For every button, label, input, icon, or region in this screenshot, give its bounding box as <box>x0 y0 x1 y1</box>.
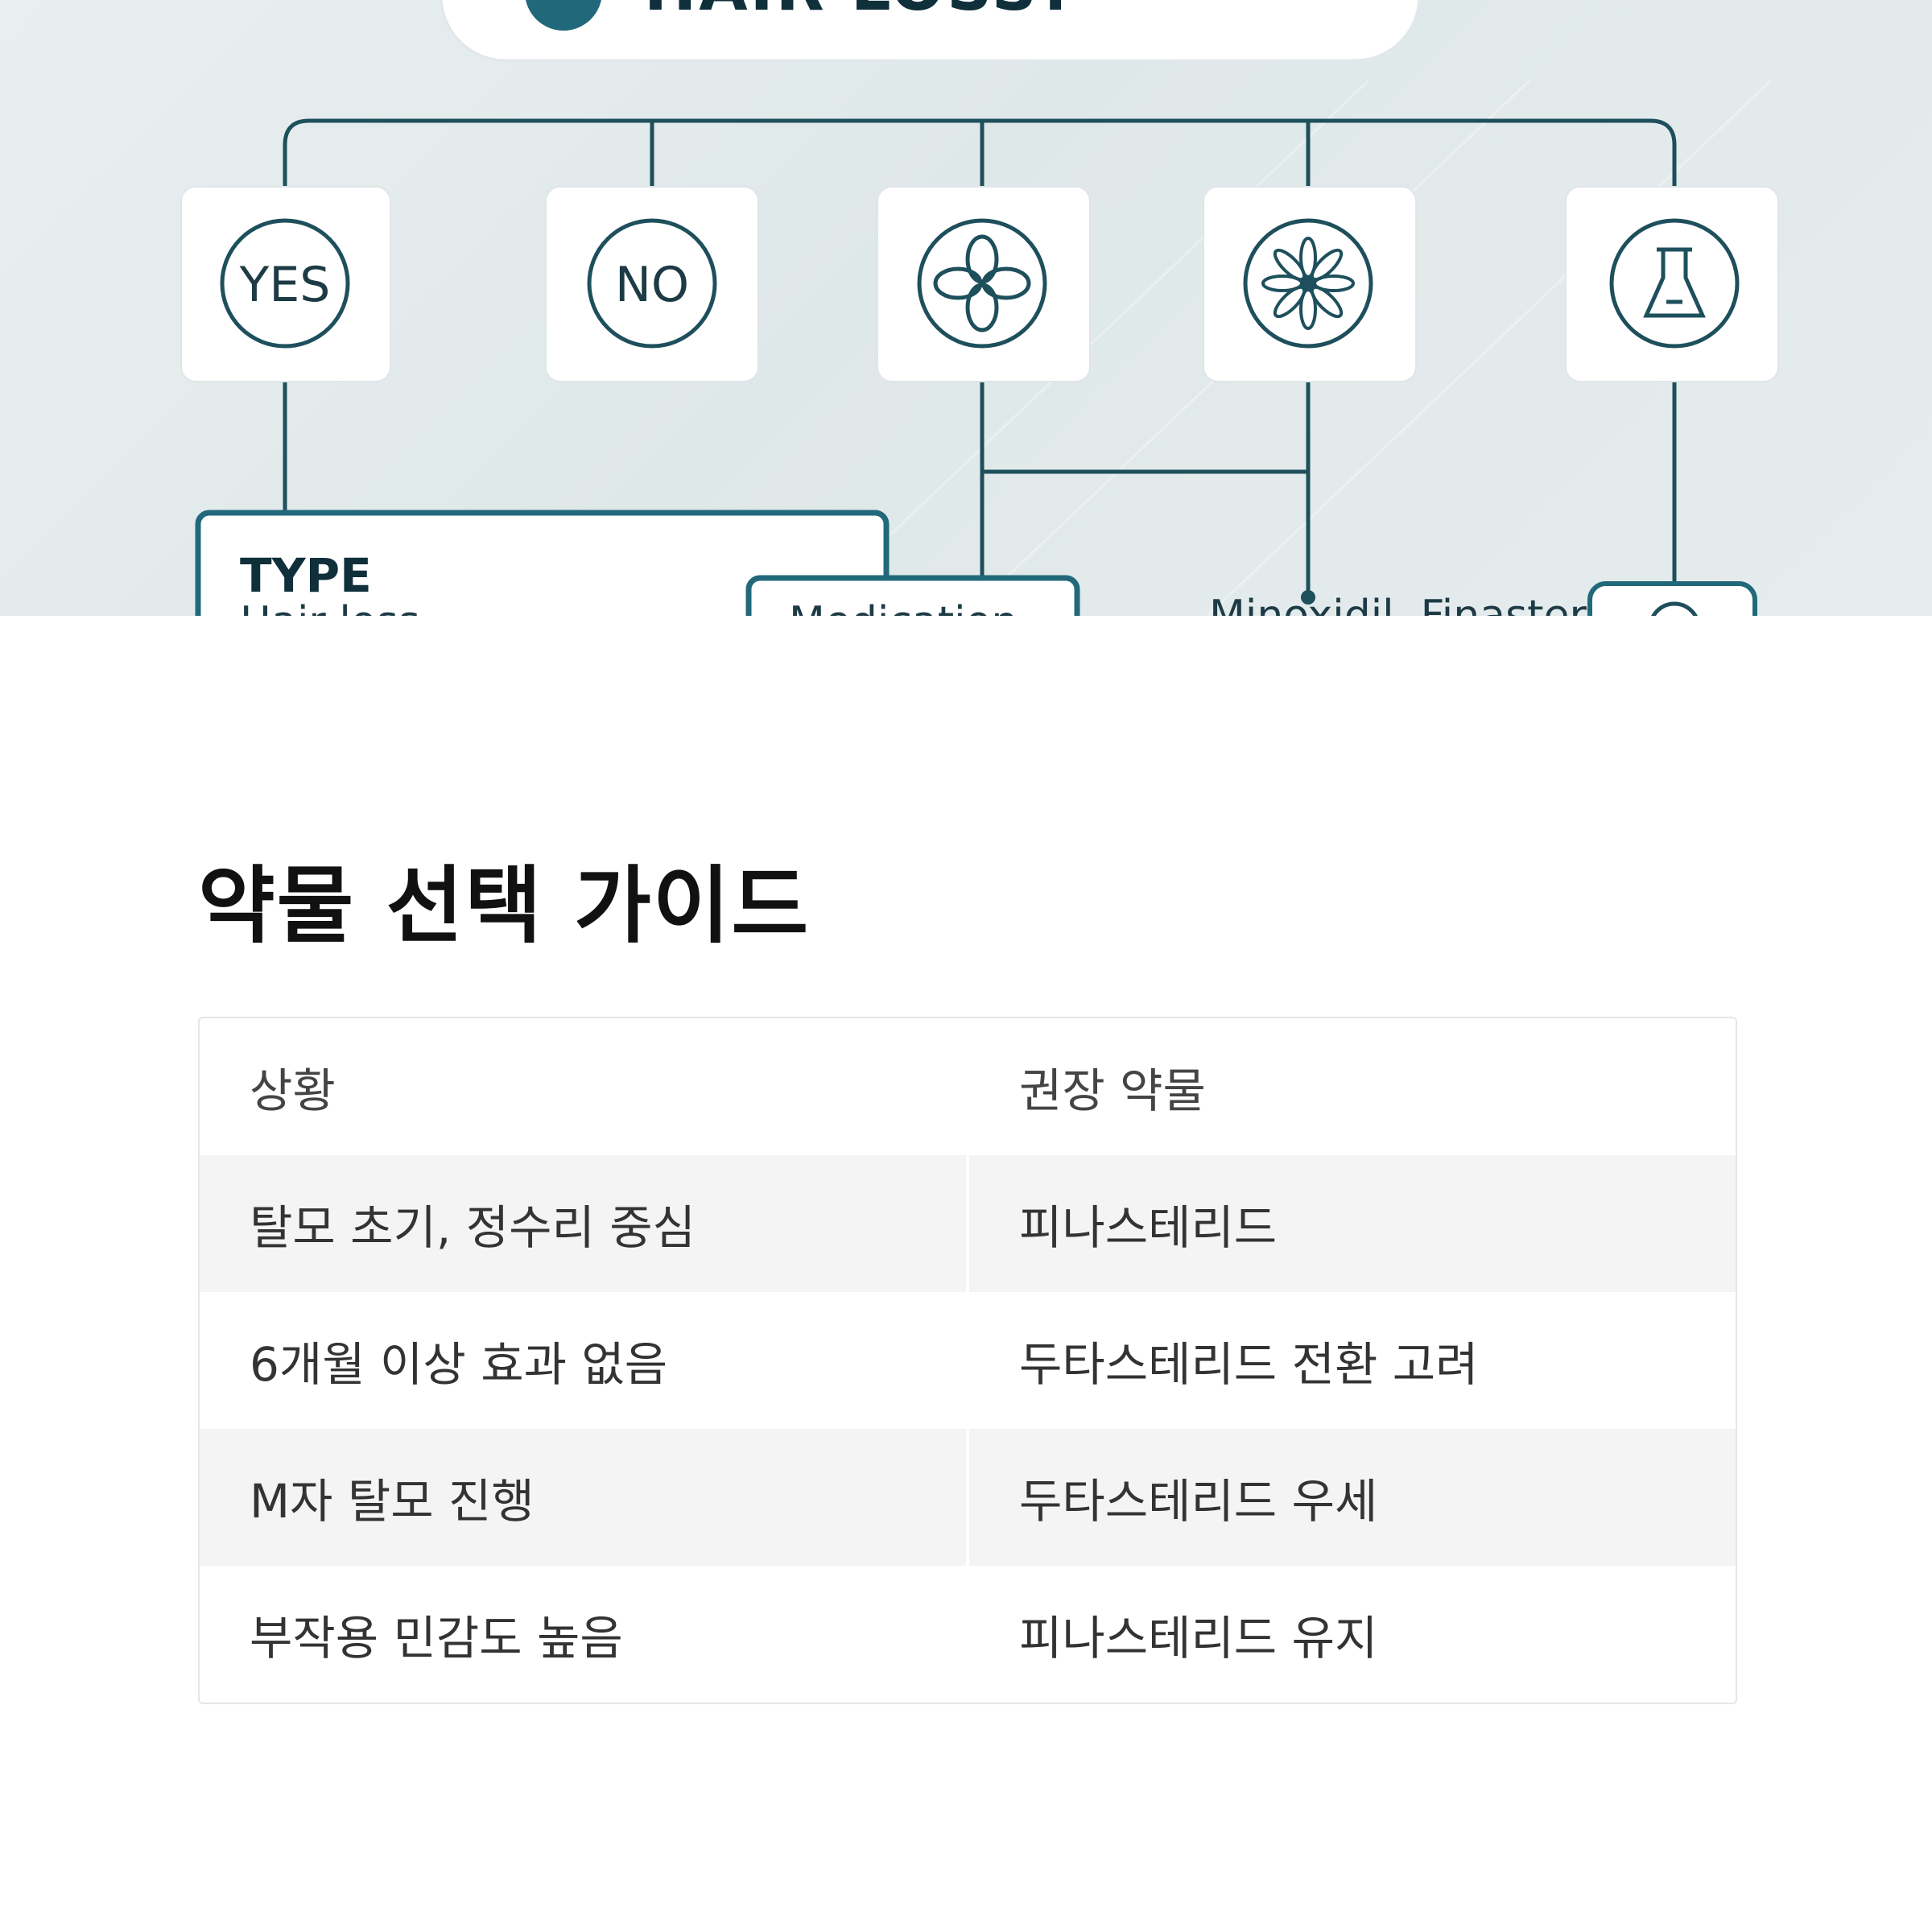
table-cell-recommended: 피나스테리드 유지 <box>966 1566 1732 1703</box>
decision-tree-diagram: HAIR LOSS? YES NO <box>180 0 1779 616</box>
table-row: 부작용 민감도 높음 피나스테리드 유지 <box>200 1566 1736 1703</box>
table-cell-recommended: 피나스테리드 <box>966 1155 1732 1292</box>
flower-daisy-icon <box>1261 237 1355 330</box>
table-cell-situation: 탈모 초기, 정수리 중심 <box>250 1200 696 1255</box>
column-header-situation: 상황 <box>250 1063 336 1118</box>
drugs-label: Minoxidil, Finasteride <box>1209 592 1650 616</box>
table-header-row: 상황 권장 약물 <box>200 1018 1736 1155</box>
guide-title: 약물 선택 가이드 <box>198 857 811 955</box>
medication-label: Medication <box>789 598 1018 616</box>
column-header-recommended: 권장 약물 <box>966 1018 1732 1155</box>
node-daisy <box>1203 186 1417 382</box>
table-cell-situation: 부작용 민감도 높음 <box>250 1611 623 1666</box>
table-row: 6개월 이상 효과 없음 두타스테리드 전환 고려 <box>200 1292 1736 1429</box>
table-cell-recommended: 두타스테리드 우세 <box>966 1429 1732 1566</box>
table-cell-situation: 6개월 이상 효과 없음 <box>250 1337 668 1392</box>
hero-title-pill: HAIR LOSS? <box>440 0 1421 62</box>
close-icon <box>526 0 601 31</box>
yes-label: YES <box>239 257 331 313</box>
node-flower <box>877 186 1091 382</box>
right-box <box>1587 581 1757 616</box>
flower-four-petal-icon <box>933 234 1031 332</box>
type-box-title: TYPE <box>240 548 372 603</box>
guide-table: 상황 권장 약물 탈모 초기, 정수리 중심 피나스테리드 6개월 이상 효과 … <box>198 1017 1737 1704</box>
node-flask <box>1565 186 1779 382</box>
table-cell-situation: M자 탈모 진행 <box>250 1474 535 1529</box>
medication-box: Medication <box>745 575 1080 616</box>
hero-infographic: HAIR LOSS? YES NO <box>0 0 1932 616</box>
tree-connectors <box>283 118 1677 596</box>
table-row: M자 탈모 진행 두타스테리드 우세 <box>200 1429 1736 1566</box>
table-row: 탈모 초기, 정수리 중심 피나스테리드 <box>200 1155 1736 1292</box>
node-no: NO <box>545 186 759 382</box>
no-label: NO <box>615 257 689 313</box>
table-cell-recommended: 두타스테리드 전환 고려 <box>966 1292 1732 1429</box>
hero-title: HAIR LOSS? <box>644 0 1078 25</box>
type-box-subtitle: Hair loss <box>240 598 420 616</box>
lab-flask-icon <box>1643 247 1706 318</box>
node-yes: YES <box>180 186 391 382</box>
